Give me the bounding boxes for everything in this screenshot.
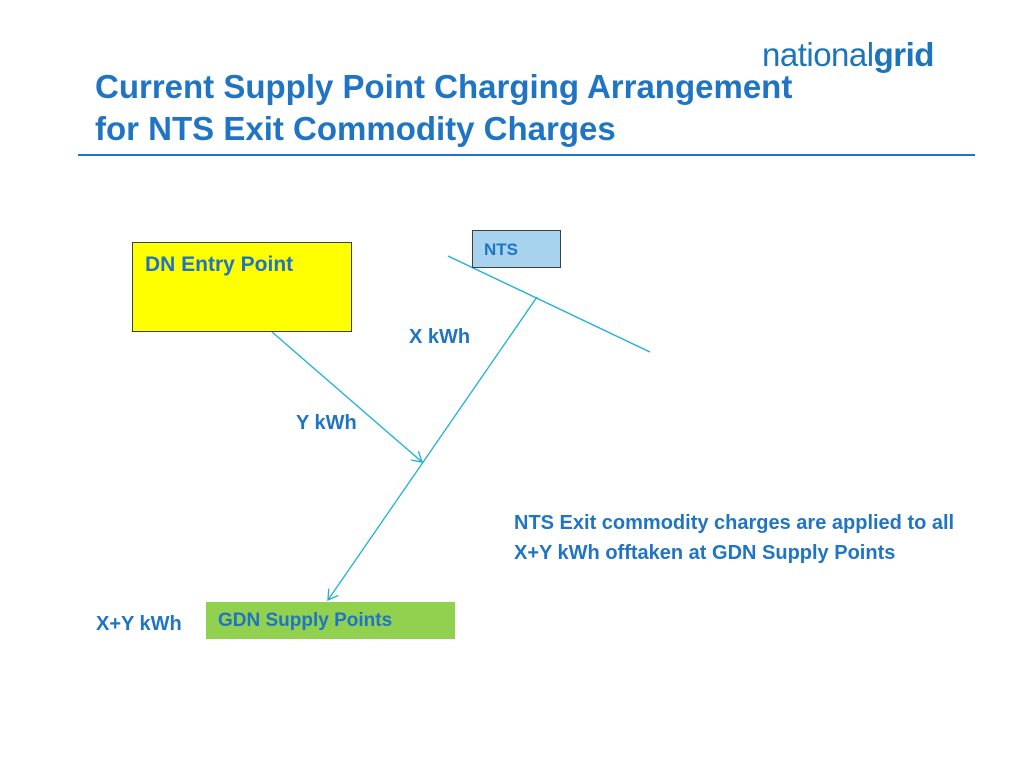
xy-kwh-label: X+Y kWh [96,613,182,635]
dn-to-junction-arrow [271,331,422,462]
logo-national-text: national [762,36,874,73]
x-kwh-label: X kWh [409,326,471,348]
logo-grid-text: grid [873,36,935,73]
nts-box: NTS [472,230,561,268]
title-line-2: for NTS Exit Commodity Charges [95,110,616,147]
title-line-1: Current Supply Point Charging Arrangemen… [95,68,793,105]
title-underline [78,154,975,156]
slide-title: Current Supply Point Charging Arrangemen… [95,66,975,150]
nts-pipeline-line [447,255,651,353]
explanatory-note: NTS Exit commodity charges are applied t… [514,512,955,564]
y-kwh-label: Y kWh [296,412,357,434]
dn-entry-point-box: DN Entry Point [132,242,352,332]
nts-to-gdn-arrow [328,296,538,600]
gdn-supply-points-box: GDN Supply Points [206,602,455,639]
nationalgrid-logo: nationalgrid [762,38,934,71]
